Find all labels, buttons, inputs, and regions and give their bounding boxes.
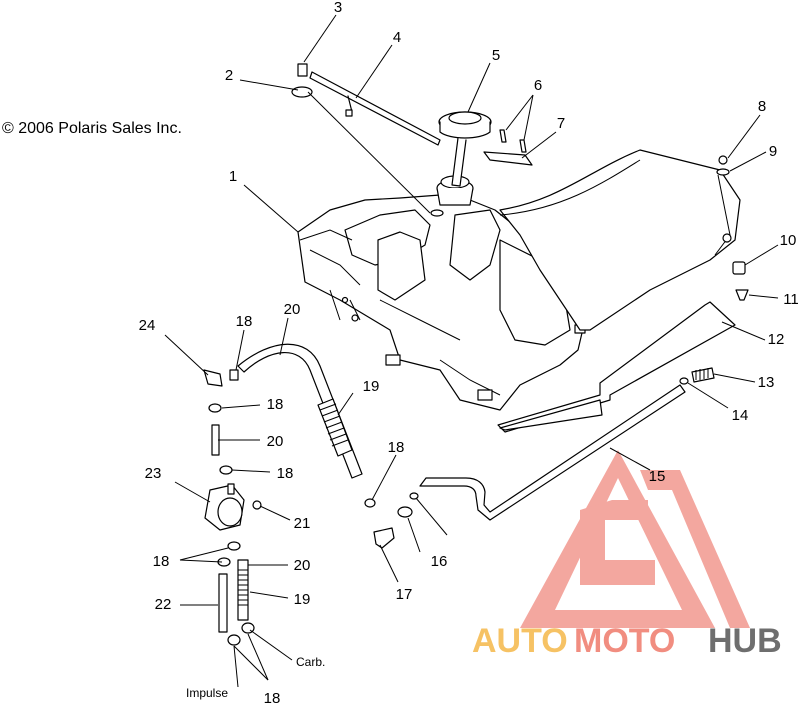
elbow-fitting <box>373 527 395 549</box>
hose-impulse <box>218 573 228 633</box>
callout-18f: 18 <box>264 690 281 704</box>
callout-3: 3 <box>334 0 342 16</box>
callout-9: 9 <box>769 143 777 160</box>
callout-1: 1 <box>229 168 237 185</box>
callout-20a: 20 <box>284 301 301 318</box>
callout-18d: 18 <box>277 465 294 482</box>
watermark-auto: AUTO <box>472 622 568 660</box>
leader-lines <box>164 14 779 688</box>
callout-15: 15 <box>649 468 666 485</box>
impulse-note: Impulse <box>186 686 228 700</box>
callout-2: 2 <box>225 67 233 84</box>
spring-guard-upper <box>317 398 353 457</box>
fuel-filter <box>397 506 413 518</box>
copyright-notice: © 2006 Polaris Sales Inc. <box>2 120 182 137</box>
watermark-hub: HUB <box>708 622 782 660</box>
screw-b <box>519 139 527 153</box>
callout-18a: 18 <box>388 439 405 456</box>
hose-short <box>211 424 220 456</box>
fuel-valve <box>204 483 245 531</box>
shutoff-fitting <box>691 367 715 383</box>
callout-18c: 18 <box>267 396 284 413</box>
seat-outline <box>499 149 741 331</box>
screw-a <box>499 129 507 143</box>
petcock-tee <box>203 369 223 387</box>
callout-5: 5 <box>492 47 500 64</box>
nut <box>718 155 728 165</box>
callout-14: 14 <box>732 407 749 424</box>
callout-7: 7 <box>557 115 565 132</box>
callout-18b: 18 <box>236 313 253 330</box>
callout-18e: 18 <box>153 553 170 570</box>
grommet <box>291 86 313 98</box>
watermark-moto: MOTO <box>574 622 675 660</box>
callout-19b: 19 <box>294 591 311 608</box>
callout-labels: 1 2 3 4 5 6 7 8 9 10 11 12 13 14 15 16 1… <box>139 0 799 704</box>
fuel-line-main <box>419 384 686 521</box>
callout-13: 13 <box>758 374 775 391</box>
watermark-wordmark: AUTO MOTO HUB <box>472 622 782 660</box>
callout-12: 12 <box>768 331 785 348</box>
callout-22: 22 <box>155 596 172 613</box>
carb-note: Carb. <box>296 655 325 669</box>
callout-4: 4 <box>393 29 401 46</box>
hose-upper <box>237 343 363 479</box>
callout-19a: 19 <box>363 378 380 395</box>
bumper <box>732 261 746 275</box>
callout-21: 21 <box>294 515 311 532</box>
callout-20b: 20 <box>267 433 284 450</box>
callout-8: 8 <box>758 98 766 115</box>
washer <box>716 168 730 176</box>
callout-16: 16 <box>431 553 448 570</box>
callout-24: 24 <box>139 317 156 334</box>
callout-17: 17 <box>396 586 413 603</box>
callout-10: 10 <box>780 232 797 249</box>
bolt <box>735 289 749 301</box>
watermark-triangle <box>520 450 715 628</box>
callout-23: 23 <box>145 465 162 482</box>
vent-valve <box>297 63 308 77</box>
vent-hose <box>309 71 441 146</box>
fuel-cap <box>438 111 492 187</box>
bracket <box>483 151 533 166</box>
callout-6: 6 <box>534 77 542 94</box>
callout-20c: 20 <box>294 557 311 574</box>
callout-11: 11 <box>783 291 799 308</box>
watermark-logo <box>520 450 750 628</box>
